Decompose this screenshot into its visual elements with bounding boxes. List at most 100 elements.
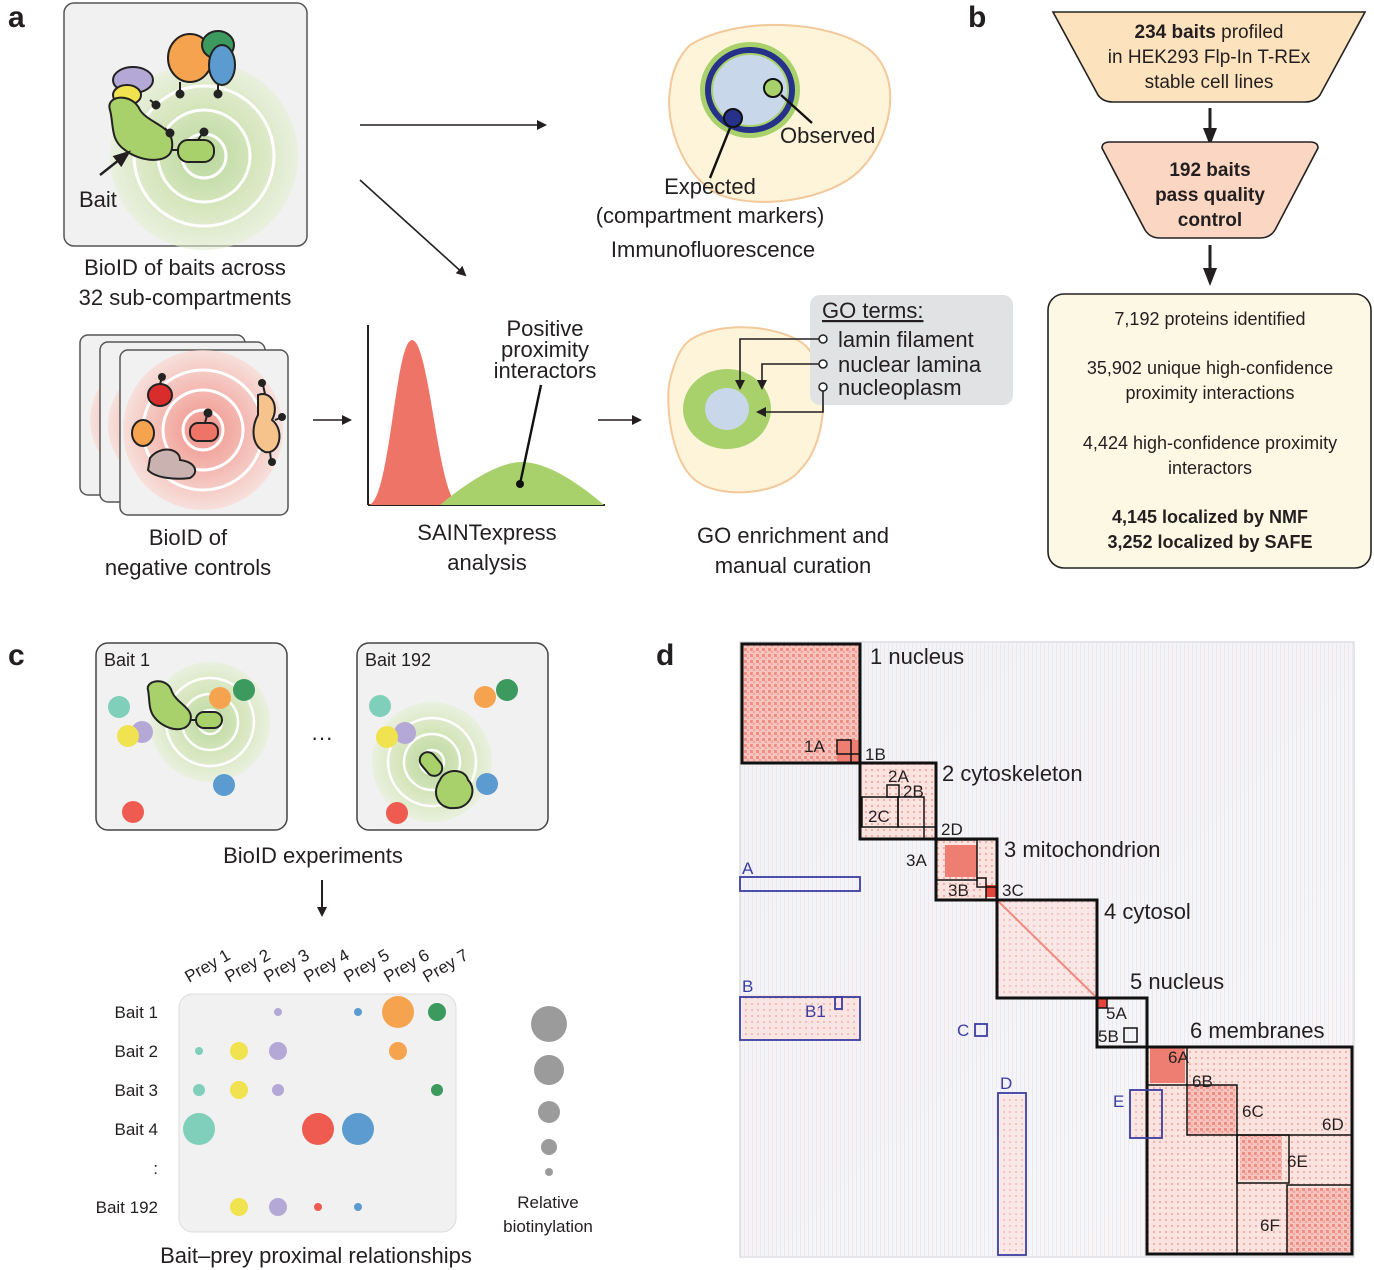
cluster-label: 5 nucleus [1130, 969, 1224, 994]
stat-3a: 4,424 high-confidence proximity [1083, 433, 1337, 453]
subcluster-label: 6E [1287, 1152, 1308, 1171]
legend-title-1: Relative [517, 1193, 578, 1212]
prey-label: Prey 3 [261, 945, 313, 986]
stat-3b: interactors [1168, 458, 1252, 478]
dotplot [183, 996, 446, 1216]
negative-control-cards [79, 334, 289, 516]
panel-d-label: d [656, 639, 674, 672]
go-header: GO terms: [822, 298, 923, 323]
prey-label: Prey 7 [420, 945, 472, 986]
if-cell [668, 23, 892, 203]
bait-row-label: Bait 2 [115, 1042, 158, 1061]
subcluster-label: 1A [804, 737, 825, 756]
size-legend [531, 1006, 567, 1176]
dotplot-dot [195, 1047, 203, 1055]
subcluster-label: 3B [948, 881, 969, 900]
off-diagonal-label: A [742, 859, 754, 878]
expected-label-1: Expected [664, 174, 756, 199]
dotplot-dot [274, 1008, 282, 1016]
subcluster-label: 2A [888, 767, 909, 786]
arrow-to-saint [359, 179, 467, 277]
dotplot-dot [302, 1113, 334, 1145]
dotplot-dot [382, 996, 414, 1028]
bait-1-card-label: Bait 1 [104, 650, 150, 670]
go-term-pointers [735, 334, 828, 417]
box-stats [1047, 293, 1372, 569]
dotplot-background [178, 993, 457, 1233]
legend-dot [545, 1168, 553, 1176]
panel-b-label: b [968, 1, 986, 34]
off-diagonal-label: C [957, 1021, 969, 1040]
bait-192-card-label: Bait 192 [365, 650, 431, 670]
prey-label: Prey 1 [182, 945, 234, 986]
bait-row-label: Bait 3 [115, 1081, 158, 1100]
cluster-label: 1 nucleus [870, 644, 964, 669]
go-caption-2: manual curation [715, 553, 872, 578]
dotplot-dot [354, 1008, 362, 1016]
stat-2b: proximity interactions [1125, 383, 1294, 403]
legend-dot [534, 1055, 564, 1085]
bait-row-label: Bait 1 [115, 1003, 158, 1022]
bait-192-card [356, 642, 549, 831]
stat-nmf: 4,145 localized by NMF [1112, 507, 1308, 527]
box1-line2: in HEK293 Flp-In T-REx [1108, 47, 1311, 68]
dotplot-dot [183, 1113, 215, 1145]
dotplot-dot [428, 1003, 446, 1021]
box-baits-profiled [1051, 11, 1367, 103]
dotplot-dot [230, 1042, 248, 1060]
saint-caption-1: SAINTexpress [417, 520, 556, 545]
dotplot-dot [269, 1042, 287, 1060]
cluster-label: 6 membranes [1190, 1018, 1325, 1043]
off-diagonal-label: B1 [805, 1002, 826, 1021]
subcluster-label: 6D [1322, 1115, 1344, 1134]
go-term-3: nucleoplasm [838, 375, 962, 400]
dotplot-dot [354, 1203, 362, 1211]
bait-card: Bait [63, 2, 308, 250]
legend-dot [541, 1139, 557, 1155]
legend-dot [531, 1006, 567, 1042]
expected-label-2: (compartment markers) [596, 203, 825, 228]
legend-dot [538, 1101, 560, 1123]
cluster-label: 4 cytosol [1104, 899, 1191, 924]
stat-1: 7,192 proteins identified [1114, 309, 1305, 329]
bait-arrow-label: Bait [79, 187, 117, 212]
go-cell [667, 295, 1013, 494]
subcluster-label: 2C [868, 807, 890, 826]
subcluster-label: 3A [906, 851, 927, 870]
negative-controls-caption-2: negative controls [105, 555, 271, 580]
dotplot-dot [230, 1198, 248, 1216]
panel-c-label: c [8, 639, 25, 672]
go-caption-1: GO enrichment and [697, 523, 889, 548]
cluster-label: 2 cytoskeleton [942, 761, 1083, 786]
off-diagonal-label: D [1000, 1074, 1012, 1093]
stat-2a: 35,902 unique high-confidence [1087, 358, 1333, 378]
box-qc [1101, 141, 1319, 239]
positive-label-2: proximity [501, 337, 589, 362]
dotplot-dot [269, 1198, 287, 1216]
positive-label-1: Positive [506, 316, 583, 341]
panel-a-label: a [8, 1, 25, 34]
dotplot-dot [342, 1113, 374, 1145]
observed-label: Observed [780, 123, 875, 148]
go-term-2: nuclear lamina [838, 352, 982, 377]
positive-label-3: interactors [494, 358, 597, 383]
dotplot-caption: Bait–prey proximal relationships [160, 1243, 472, 1268]
prey-label: Prey 4 [301, 945, 353, 986]
dotplot-dot [230, 1081, 248, 1099]
bait-1-card [95, 642, 288, 831]
subcluster-label: 2B [903, 782, 924, 801]
box2-line2: pass quality [1155, 185, 1265, 206]
bait-row-label: : [153, 1159, 158, 1178]
legend-title-2: biotinylation [503, 1217, 593, 1236]
ellipsis: ··· [311, 725, 333, 750]
bait-row-label: Bait 4 [115, 1120, 158, 1139]
dotplot-dot [193, 1084, 205, 1096]
saint-caption-2: analysis [447, 550, 526, 575]
stat-safe: 3,252 localized by SAFE [1107, 532, 1312, 552]
go-term-1: lamin filament [838, 327, 974, 352]
dotplot-dot [389, 1042, 407, 1060]
subcluster-label: 2D [941, 820, 963, 839]
